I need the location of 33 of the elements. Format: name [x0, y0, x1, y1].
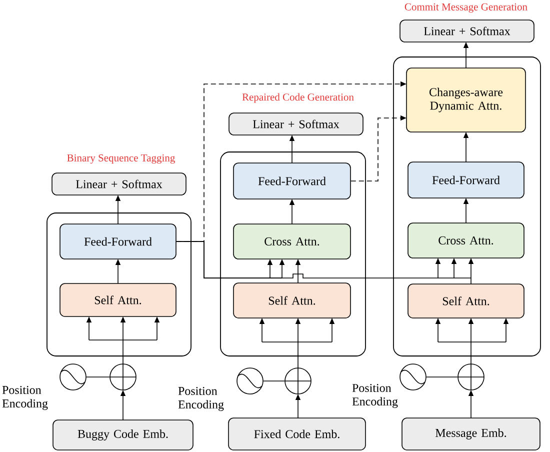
- layer-box: Self Attn.: [408, 284, 524, 318]
- add-symbol: [458, 364, 484, 390]
- layer-box: Self Attn.: [233, 282, 351, 318]
- side-label: Position Encoding: [2, 386, 48, 410]
- layer-box: Cross Attn.: [408, 222, 524, 258]
- layer-box: Changes-aware Dynamic Attn.: [406, 68, 526, 132]
- section-title: Binary Sequence Tagging: [67, 154, 175, 164]
- section-title: Repaired Code Generation: [242, 93, 354, 103]
- embedding-box: Buggy Code Emb.: [52, 420, 194, 450]
- block-frame: [46, 212, 192, 356]
- add-symbol: [284, 368, 312, 394]
- connector-line: [263, 380, 285, 382]
- block-frame: [393, 56, 541, 356]
- layer-box: Feed-Forward: [60, 224, 176, 260]
- output-box: Linear + Softmax: [400, 20, 534, 42]
- connector-line: [426, 376, 458, 378]
- add-symbol: [110, 364, 136, 390]
- layer-box: Cross Attn.: [233, 224, 351, 260]
- side-label: Position Encoding: [352, 384, 398, 408]
- output-box: Linear + Softmax: [228, 112, 364, 136]
- output-box: Linear + Softmax: [52, 172, 186, 196]
- embedding-box: Fixed Code Emb.: [228, 418, 366, 450]
- side-label: Position Encoding: [178, 386, 224, 411]
- layer-box: Self Attn.: [60, 283, 176, 317]
- section-title: Commit Message Generation: [404, 3, 528, 13]
- layer-box: Feed-Forward: [408, 162, 524, 198]
- sine-symbol: [236, 368, 264, 394]
- embedding-box: Message Emb.: [402, 418, 540, 450]
- connector-line: [86, 376, 110, 378]
- sine-symbol: [60, 364, 86, 390]
- block-frame: [220, 152, 366, 356]
- sine-symbol: [400, 364, 426, 390]
- layer-box: Feed-Forward: [233, 162, 351, 200]
